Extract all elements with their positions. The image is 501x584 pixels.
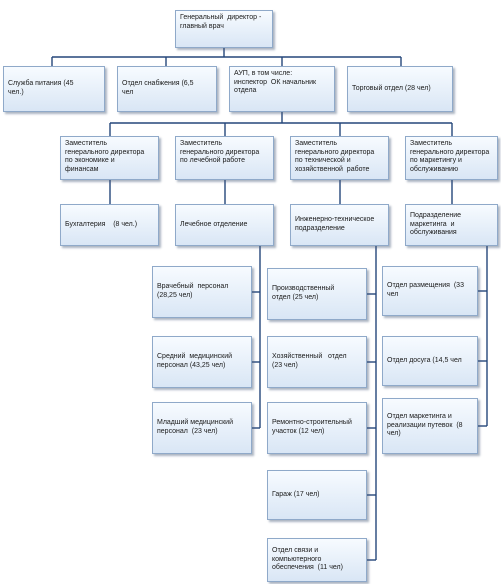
node-food-service: Служба питания (45 чел.) <box>3 66 105 112</box>
node-deputy-medical: Заместитель генерального директора по ле… <box>175 136 274 180</box>
node-supply-dept: Отдел снабжения (6,5 чел <box>117 66 217 112</box>
node-mid-staff: Средний медицинский персонал (43,25 чел) <box>152 336 252 388</box>
node-accounting: Бухгалтерия (8 чел.) <box>60 204 159 246</box>
node-garage: Гараж (17 чел) <box>267 470 367 520</box>
node-marketing-sales: Отдел маркетинга и реализации путевок (8… <box>382 398 478 454</box>
node-production: Производственный отдел (25 чел) <box>267 268 367 320</box>
node-leisure: Отдел досуга (14,5 чел <box>382 336 478 386</box>
node-trade-dept: Торговый отдел (28 чел) <box>347 66 453 112</box>
node-doctors: Врачебный персонал (28,25 чел) <box>152 266 252 318</box>
node-deputy-technical: Заместитель генерального директора по те… <box>290 136 389 180</box>
node-deputy-marketing: Заместитель генерального директора по ма… <box>405 136 498 180</box>
node-engineering-div: Инженерно-техническое подразделение <box>290 204 389 246</box>
node-deputy-economics: Заместитель генерального директора по эк… <box>60 136 159 180</box>
node-household: Хозяйственный отдел (23 чел) <box>267 336 367 388</box>
node-director: Генеральный директор - главный врач <box>175 10 273 48</box>
node-marketing-div: Подразделение маркетинга и обслуживания <box>405 204 498 246</box>
node-treatment-dept: Лечебное отделение <box>175 204 274 246</box>
node-communications: Отдел связи и компьютерного обеспечения … <box>267 538 367 582</box>
node-repair: Ремонтно-строительный участок (12 чел) <box>267 402 367 454</box>
node-aup: АУП, в том числе: инспектор ОК начальник… <box>229 66 335 112</box>
node-accommodation: Отдел размещения (33 чел <box>382 266 478 316</box>
node-junior-staff: Младший медицинский персонал (23 чел) <box>152 402 252 454</box>
